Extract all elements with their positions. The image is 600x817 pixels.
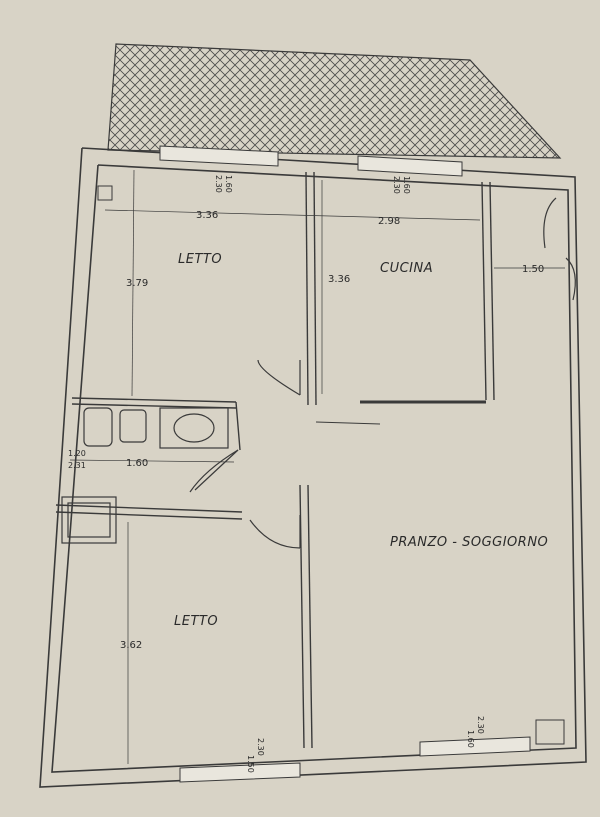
- dim-top-left-width: 3.36: [196, 210, 218, 221]
- dim-bath-window-h: 2.31: [68, 461, 86, 470]
- terrace-hatch: [107, 43, 562, 159]
- dim-bedroom-bottom-height: 3.62: [120, 640, 142, 651]
- bath-fixtures: [61, 407, 229, 544]
- window-mark-bottom-left-a: 1.50: [246, 755, 255, 773]
- dim-entry-width: 1.50: [522, 264, 544, 275]
- dim-bedroom-top-height: 3.79: [126, 278, 148, 289]
- top-windows: [159, 145, 463, 177]
- dim-top-right-width: 2.98: [378, 216, 400, 227]
- outer-walls: [39, 147, 587, 788]
- dim-bath-window: 1.20: [68, 449, 86, 458]
- corner-markers: [97, 185, 565, 745]
- doors: [189, 197, 576, 549]
- room-label-bedroom-bottom: LETTO: [174, 614, 218, 629]
- window-mark-bottom-right-a: 1.60: [466, 730, 475, 748]
- interior-walls: [55, 171, 495, 749]
- dim-kitchen-height: 3.36: [328, 274, 350, 285]
- room-label-kitchen: CUCINA: [380, 261, 433, 276]
- window-mark-top-left-b: 2.30: [214, 175, 223, 193]
- room-label-living: PRANZO - SOGGIORNO: [390, 535, 548, 550]
- window-mark-top-left-a: 1.60: [224, 175, 233, 193]
- dim-bath-width: 1.60: [126, 458, 148, 469]
- room-label-bedroom-top: LETTO: [178, 252, 222, 267]
- window-mark-top-right-a: 1.60: [402, 176, 411, 194]
- bottom-windows: [179, 736, 531, 783]
- window-mark-bottom-right-b: 2.30: [476, 716, 485, 734]
- window-mark-bottom-left-b: 2.30: [256, 738, 265, 756]
- dimension-lines: [69, 169, 565, 764]
- window-mark-top-right-b: 2.30: [392, 176, 401, 194]
